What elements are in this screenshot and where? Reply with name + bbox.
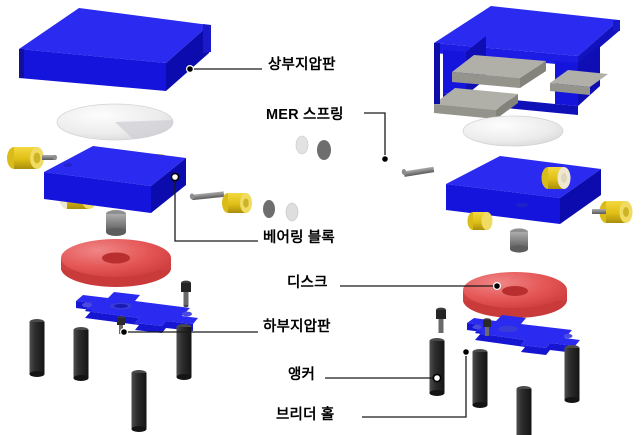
- component-anchor-right-2: [472, 349, 488, 408]
- component-mer-spring-right-a: [541, 167, 571, 189]
- left-assembly-view: [7, 8, 331, 432]
- leader-bearing-block: [170, 172, 258, 242]
- component-upper-plate-left: [19, 8, 211, 91]
- component-washer-left: [56, 103, 174, 141]
- component-anchor-right-1: [429, 338, 445, 396]
- component-lower-plate-right: [467, 315, 580, 355]
- component-anchor-left-1: [29, 319, 45, 377]
- component-mer-spring-left-a: [7, 147, 57, 169]
- leader-mer-spring: [364, 112, 390, 164]
- label-lower-plate: 하부지압판: [263, 319, 331, 335]
- component-bolt-right-2: [483, 318, 491, 336]
- label-bearing-block: 베어링 블록: [263, 230, 335, 246]
- component-disk-left: [61, 239, 171, 287]
- leader-upper-plate: [186, 64, 262, 73]
- label-upper-plate: 상부지압판: [268, 57, 336, 73]
- label-mer-spring: MER 스프링: [266, 107, 344, 123]
- component-anchor-right-4: [516, 386, 532, 435]
- leader-lower-plate: [119, 328, 258, 337]
- component-washer-right: [462, 115, 564, 147]
- component-mer-spring-right-c: [467, 212, 493, 230]
- label-disk: 디스크: [287, 275, 328, 291]
- component-bearing-block-left: [44, 146, 186, 213]
- component-bearing-block-right: [446, 156, 601, 224]
- component-anchor-left-2: [73, 327, 89, 381]
- component-bolt-right: [436, 307, 446, 333]
- component-upper-plate-right-section: [434, 6, 620, 119]
- leader-lines: [119, 64, 502, 418]
- component-pin-left: [106, 210, 126, 236]
- component-mer-spring-right-b: [592, 201, 633, 223]
- leader-disk: [340, 282, 502, 291]
- component-anchor-right-3: [564, 345, 580, 403]
- label-anchor: 앵커: [288, 367, 316, 383]
- component-disk-right: [463, 272, 567, 318]
- component-bolt-left: [181, 280, 191, 308]
- leader-breather-hole: [362, 348, 471, 418]
- component-pin-right-rod: [401, 166, 435, 177]
- leader-anchor: [325, 373, 442, 383]
- component-spring-train-left: [189, 135, 331, 222]
- right-assembly-view: [401, 6, 633, 435]
- component-lower-plate-left: [76, 292, 198, 333]
- label-breather-hole: 브리더 홀: [276, 407, 335, 423]
- component-pin-right: [510, 228, 528, 253]
- component-anchor-left-3: [176, 324, 192, 380]
- component-anchor-left-4: [131, 370, 147, 432]
